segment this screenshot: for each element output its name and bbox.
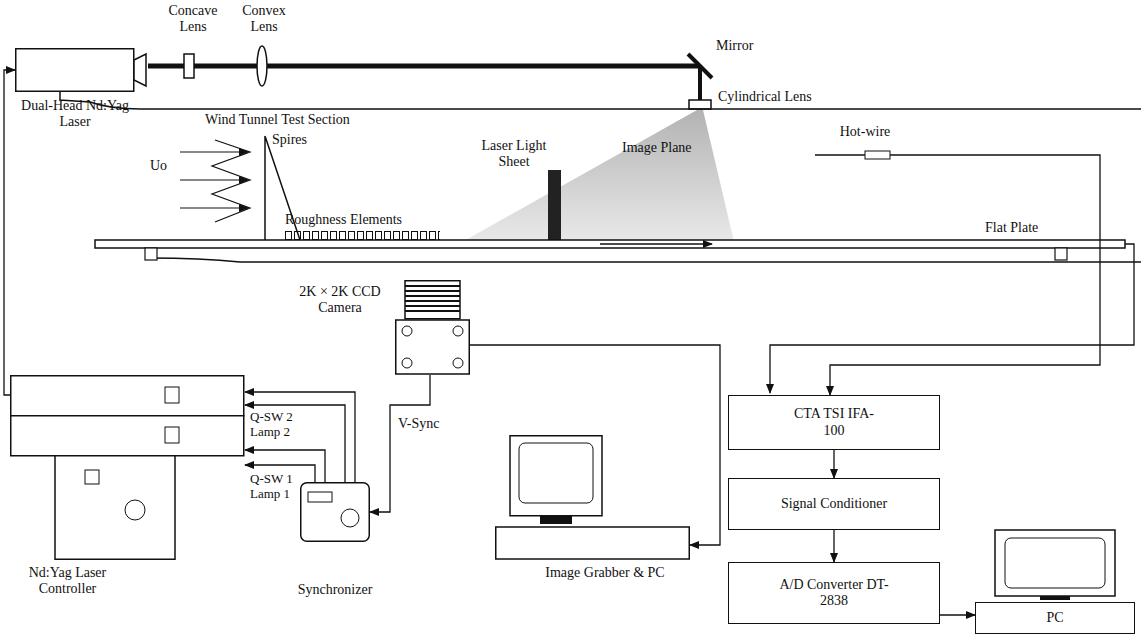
image-grabber-pc-shape [495,435,690,560]
node-label: Image Grabber & PC [505,565,705,581]
pc-box: PC [975,602,1135,634]
controller-unit [11,376,244,416]
ccd-camera-shape [395,280,470,375]
laser-beam [148,64,700,69]
connector [833,450,834,478]
node-label: Signal Conditioner [781,496,887,512]
text-label: Wind Tunnel Test Section [205,112,350,128]
image-plane-band [548,170,561,246]
pc-stand [1040,596,1070,600]
grabber-stand [540,516,572,524]
tunnel-wall [150,258,1141,262]
grabber-monitor [510,436,602,516]
flat-plate [95,240,1125,248]
node-label: Dual-Head Nd:Yag Laser [10,98,140,130]
laser-light-sheet [455,110,735,246]
connector [470,345,720,545]
controller-display [165,427,179,443]
text-label: Laser Light Sheet [468,138,560,170]
text-label: Uo [150,158,167,174]
camera-screw [453,358,463,368]
laser-beam [698,66,702,100]
edge-label: V-Sync [396,416,442,432]
camera-screw [402,358,412,368]
hot-wire-probe-shape [815,148,1000,162]
text-label: Roughness Elements [285,212,402,228]
text-label: Spires [272,132,307,148]
signal-wire [770,244,1134,393]
camera-screw [402,326,412,336]
ad-converter-box: A/D Converter DT-2838 [728,562,940,624]
lens-ribs [405,286,460,311]
controller-unit [11,416,244,456]
grabber-case [496,527,690,559]
pc-monitor [995,530,1115,596]
controller-cabinet [55,456,175,560]
laser-head: Dual-Head Nd:Yag Laser [15,48,147,92]
signal-conditioner-box: Signal Conditioner [728,478,940,530]
cta-box: CTA TSI IFA-100 [728,395,940,450]
text-label: Lamp 1 [250,487,290,502]
cylindrical-lens [689,100,711,109]
text-label: Convex Lens [236,3,292,35]
node-label: Nd:Yag Laser Controller [5,565,130,597]
synchronizer-box [301,483,370,542]
image-grabber-pc: Image Grabber & PC [495,435,690,560]
node-label: 2K × 2K CCD Camera [295,284,385,316]
laser-nozzle [134,54,146,86]
synchronizer-shape [300,482,370,542]
flow-arrow [180,207,248,208]
flow-arrow [180,151,248,152]
probe-stem [815,154,1000,156]
connector [830,155,1100,395]
hot-wire-probe: Hot-wire [815,148,1000,162]
text-label: Flat Plate [985,220,1038,236]
laser-controller: Nd:Yag Laser Controller [10,375,245,560]
text-label: Lamp 2 [250,425,290,440]
connector [940,614,975,615]
grabber-screen [519,443,593,503]
node-label: Synchronizer [275,582,395,598]
camera-lens [405,281,460,319]
synchronizer: Synchronizer [300,482,370,542]
connector [370,375,430,512]
connector [4,70,15,395]
convex-lens [257,46,267,86]
controller-display [165,387,179,403]
concave-lens [184,54,194,78]
node-label: CTA TSI IFA-100 [788,406,880,438]
flow-arrow [180,179,248,180]
connector [245,405,345,482]
controller-knob [125,500,145,520]
synchronizer-display [308,492,332,502]
laser-controller-shape [10,375,245,560]
text-label: Q-SW 1 [250,472,293,487]
connector [245,392,355,482]
text-label: Cylindrical Lens [718,89,812,105]
text-label: Q-SW 2 [250,410,293,425]
text-label: Mirror [716,38,753,54]
pc-screen [1005,538,1105,588]
camera-screw [453,326,463,336]
plate-support [145,248,157,260]
node-label: A/D Converter DT-2838 [779,577,889,609]
controller-switch [85,470,99,484]
text-label: Concave Lens [162,3,224,35]
tunnel-wall [90,102,1141,109]
node-label: PC [1046,610,1063,626]
probe-sensor [865,151,890,159]
ccd-camera: 2K × 2K CCD Camera [395,280,470,375]
laser-head-shape [15,48,147,92]
node-label: Hot-wire [825,124,905,140]
camera-body [396,320,470,374]
laser-body [16,49,134,92]
roughness-elements [285,231,440,240]
text-label: Image Plane [622,140,692,156]
synchronizer-knob [341,509,359,527]
plate-arrow [600,243,712,245]
connector [833,530,834,562]
plate-support [1055,248,1067,260]
